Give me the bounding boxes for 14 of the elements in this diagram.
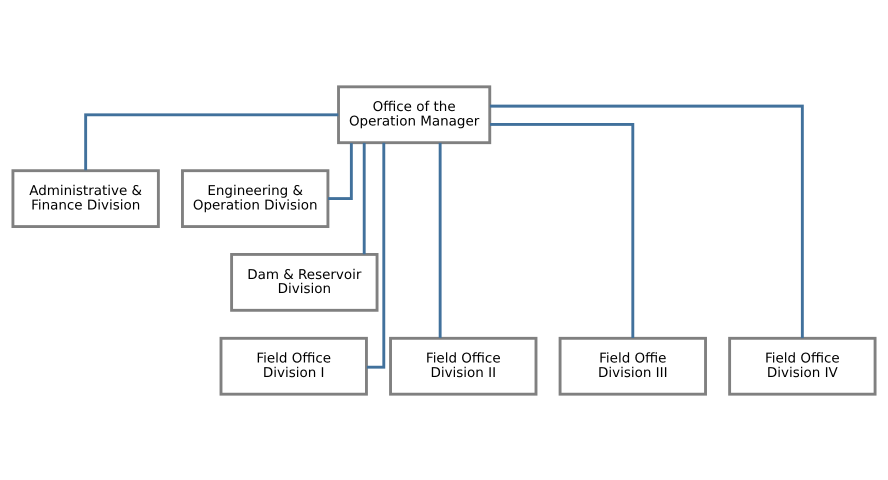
node-box: Dam & Reservoir Division bbox=[230, 252, 378, 312]
connector bbox=[490, 104, 804, 338]
connector bbox=[362, 142, 366, 254]
node-box: Field Office Division II bbox=[389, 336, 538, 396]
connector bbox=[490, 122, 634, 338]
node-box: Field Office Division IV bbox=[728, 336, 877, 396]
node-box: Engineering & Operation Division bbox=[181, 168, 330, 228]
connector bbox=[438, 142, 442, 338]
connector bbox=[328, 142, 353, 200]
node-box: Field Office Division I bbox=[220, 336, 368, 396]
node-box: Administrative & Finance Division bbox=[11, 168, 160, 228]
connector bbox=[84, 112, 338, 170]
node-box: Field Offie Division III bbox=[558, 336, 707, 396]
node-box: Office of the Operation Manager bbox=[337, 84, 492, 144]
